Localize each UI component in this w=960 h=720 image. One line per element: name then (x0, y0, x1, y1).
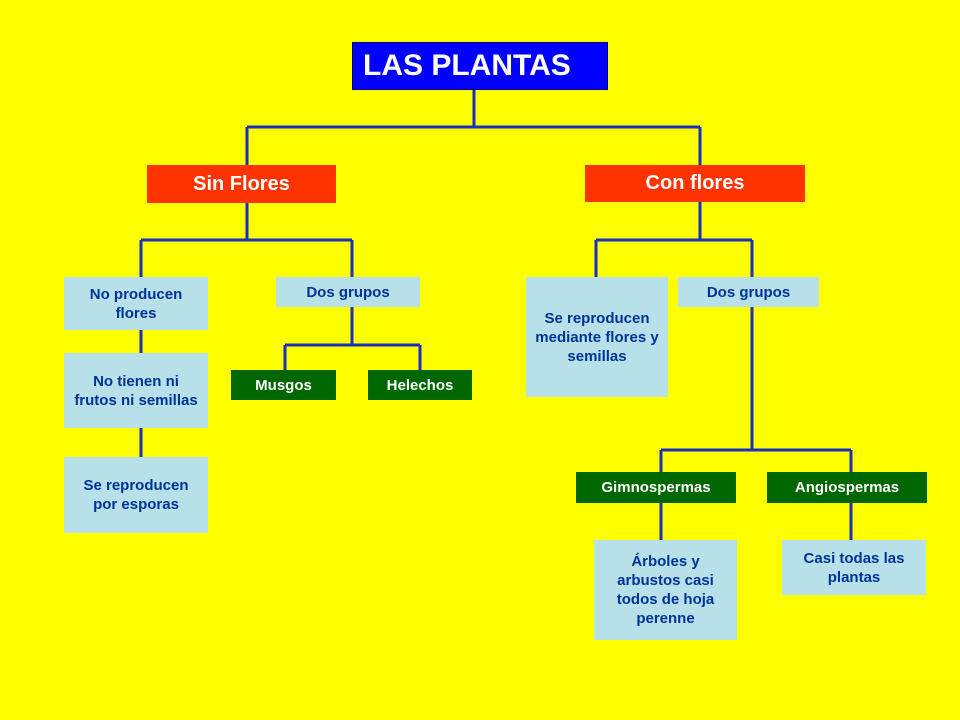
con-flores-dos-grupos-box: Dos grupos (678, 277, 819, 307)
angiospermas-desc-box: Casi todas las plantas (782, 540, 926, 595)
helechos-box: Helechos (368, 370, 472, 400)
sin-flores-node: Sin Flores (147, 165, 336, 203)
no-frutos-semillas-box: No tienen ni frutos ni semillas (64, 353, 208, 428)
esporas-box: Se reproducen por esporas (64, 457, 208, 533)
sin-flores-dos-grupos-box: Dos grupos (276, 277, 420, 307)
flores-semillas-box: Se reproducen mediante flores y semillas (526, 277, 668, 397)
root-node: LAS PLANTAS (352, 42, 608, 90)
no-producen-flores-box: No producen flores (64, 277, 208, 330)
con-flores-node: Con flores (585, 165, 805, 202)
angiospermas-box: Angiospermas (767, 472, 927, 503)
gimnospermas-box: Gimnospermas (576, 472, 736, 503)
musgos-box: Musgos (231, 370, 336, 400)
gimnospermas-desc-box: Árboles y arbustos casi todos de hoja pe… (594, 540, 737, 640)
